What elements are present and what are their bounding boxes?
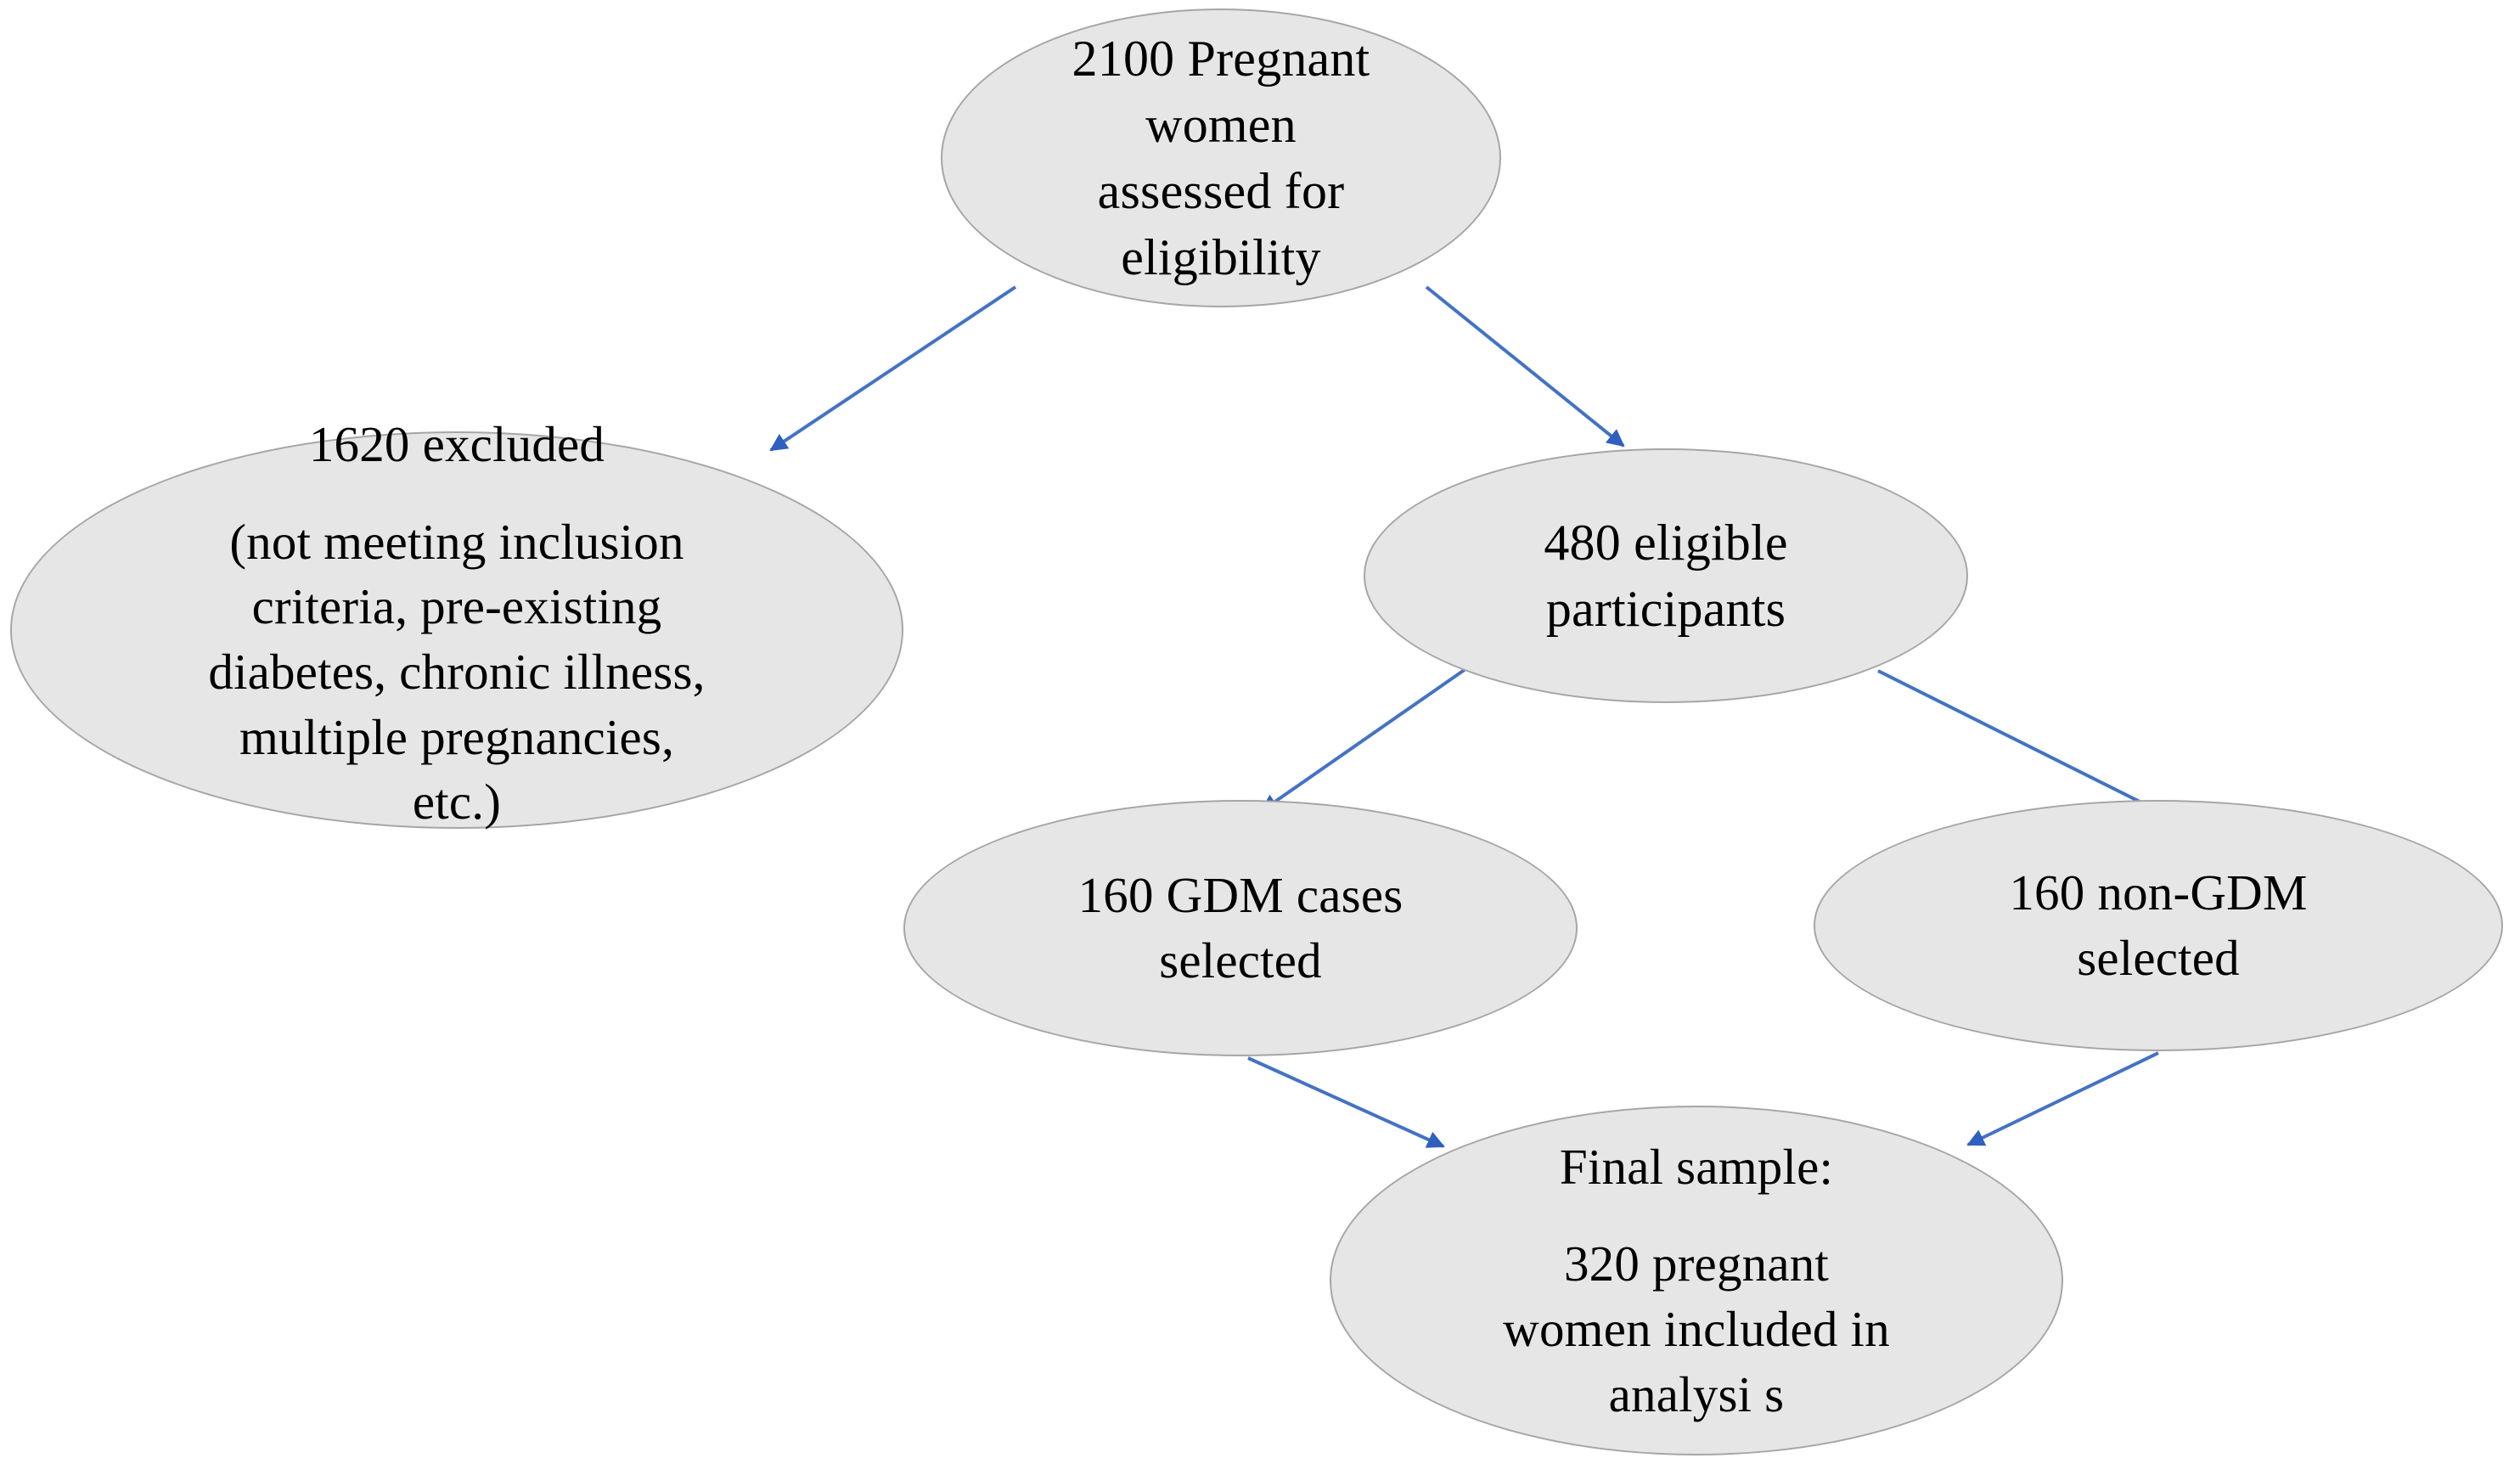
connector-assessed-to-eligible bbox=[1425, 285, 1625, 448]
connector-eligible-to-gdm bbox=[1260, 667, 1467, 813]
node-assessed-label: 2100 Pregnant women assessed for eligibi… bbox=[1072, 31, 1370, 285]
node-non-gdm-selected[interactable]: 160 non-GDM selected bbox=[1814, 800, 2503, 1051]
node-gdm-cases-selected[interactable]: 160 GDM cases selected bbox=[903, 800, 1578, 1056]
connector-eligible-to-nongdm bbox=[1877, 669, 2168, 817]
connector-gdm-to-final bbox=[1247, 1056, 1445, 1148]
node-eligible-participants[interactable]: 480 eligible participants bbox=[1364, 448, 1968, 703]
node-excluded[interactable]: 1620 excluded (not meeting inclusion cri… bbox=[10, 416, 903, 830]
connector-nongdm-to-final bbox=[1966, 1051, 2159, 1146]
node-excluded-headline: 1620 excluded bbox=[308, 415, 605, 472]
node-final-headline: Final sample: bbox=[1559, 1138, 1834, 1195]
node-assessed-for-eligibility[interactable]: 2100 Pregnant women assessed for eligibi… bbox=[941, 8, 1501, 307]
node-final-detail: 320 pregnant women included in analysi s bbox=[1503, 1236, 1890, 1422]
node-nongdm-label: 160 non-GDM selected bbox=[2009, 864, 2308, 986]
node-excluded-detail: (not meeting inclusion criteria, pre-exi… bbox=[208, 513, 706, 830]
node-final-sample[interactable]: Final sample: 320 pregnant women include… bbox=[1330, 1106, 2063, 1455]
node-gdm-label: 160 GDM cases selected bbox=[1077, 867, 1403, 988]
node-eligible-label: 480 eligible participants bbox=[1544, 515, 1788, 637]
